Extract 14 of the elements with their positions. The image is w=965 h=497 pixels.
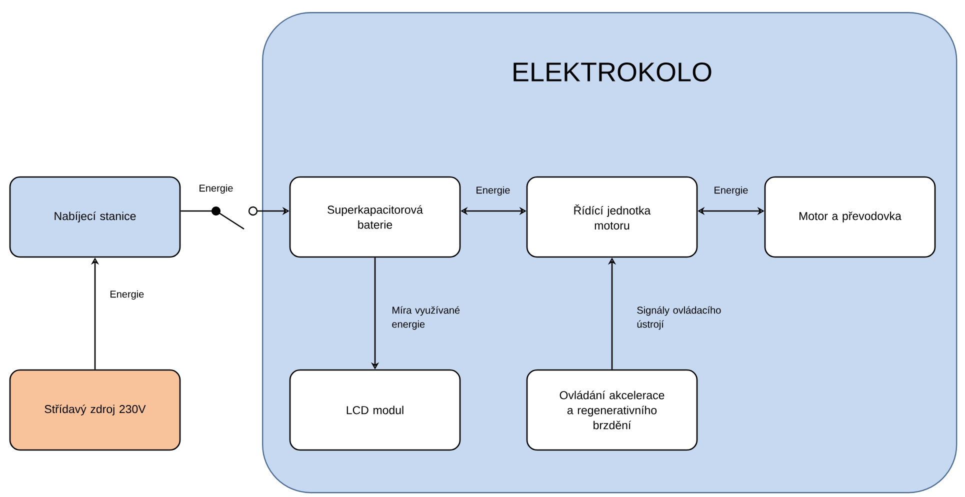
edge-label: Energie [476,186,510,196]
process-box: Motor a převodovka [764,176,936,258]
process-box: Nabíjecí stanice [9,176,181,258]
edge-label: Míra využívané energie [392,306,460,330]
edge-label: Energie [200,184,233,194]
process-box: Superkapacitorová baterie [289,176,461,258]
process-box: Řídící jednotka motoru [526,176,698,258]
process-box: LCD modul [289,369,461,451]
process-box: Střídavý zdroj 230V [9,369,181,451]
process-box: Ovládání akcelerace a regenerativního brzdění [526,369,698,451]
edge-label: Signály ovládacího ústrojí [637,306,721,330]
switch-symbol [212,206,258,230]
edge-label: Energie [110,290,144,300]
edge-label: Energie [714,186,748,196]
